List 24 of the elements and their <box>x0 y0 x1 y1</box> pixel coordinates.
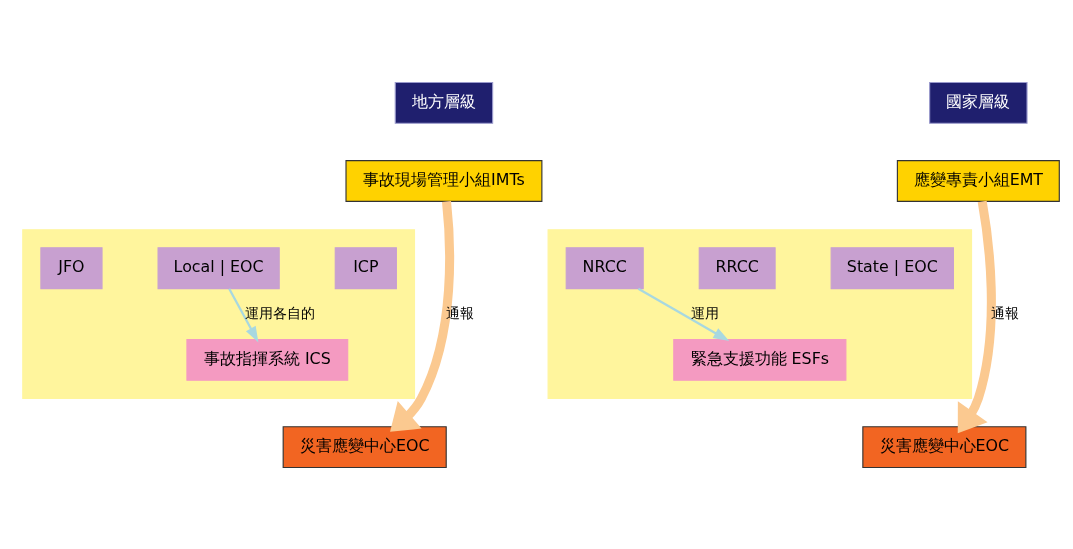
cluster <box>547 228 973 399</box>
node-box: 國家層級 <box>929 81 1028 124</box>
arrow <box>957 200 996 433</box>
node-box: 災害應變中心EOC <box>282 425 447 468</box>
edge-label: 運用 <box>690 304 719 321</box>
node-box: NRCC <box>565 246 644 289</box>
node-box: 事故指揮系統 ICS <box>186 338 349 381</box>
edge-label: 運用各自的 <box>245 304 316 321</box>
node-box: 災害應變中心EOC <box>862 425 1027 468</box>
node-box: 地方層級 <box>394 81 494 124</box>
node-box: JFO <box>40 246 103 289</box>
node-box: 緊急支援功能 ESFs <box>673 338 847 381</box>
cluster <box>22 228 416 399</box>
arrow <box>390 200 455 432</box>
node-box: Local | EOC <box>157 246 280 289</box>
arrow <box>637 287 730 341</box>
node-box: 事故現場管理小組IMTs <box>345 159 543 202</box>
arrow <box>228 287 259 342</box>
node-box: State | EOC <box>830 246 954 289</box>
edge-label: 通報 <box>990 304 1019 321</box>
node-box: 應變專責小組EMT <box>896 159 1060 202</box>
node-box: RRCC <box>698 246 776 289</box>
edge-label: 通報 <box>446 304 475 321</box>
node-box: ICP <box>334 246 397 289</box>
